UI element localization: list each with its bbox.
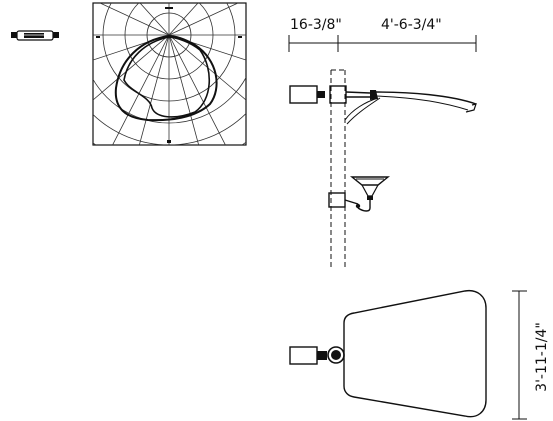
lamp-bulb-icon	[11, 30, 59, 41]
pole-outline	[330, 69, 346, 268]
photometric-polar-chart	[92, 2, 247, 146]
plan-view-luminaire	[289, 289, 487, 418]
arm-offset-dimension: 16-3/8"	[290, 17, 342, 33]
right-dimension-line	[512, 290, 527, 420]
pendant-luminaire	[328, 176, 390, 212]
top-dimension-line	[288, 35, 477, 52]
arm-length-dimension: 4'-6-3/4"	[381, 17, 442, 33]
upper-arm-luminaire	[289, 85, 477, 125]
head-width-dimension: 3'-11-1/4"	[534, 322, 550, 392]
